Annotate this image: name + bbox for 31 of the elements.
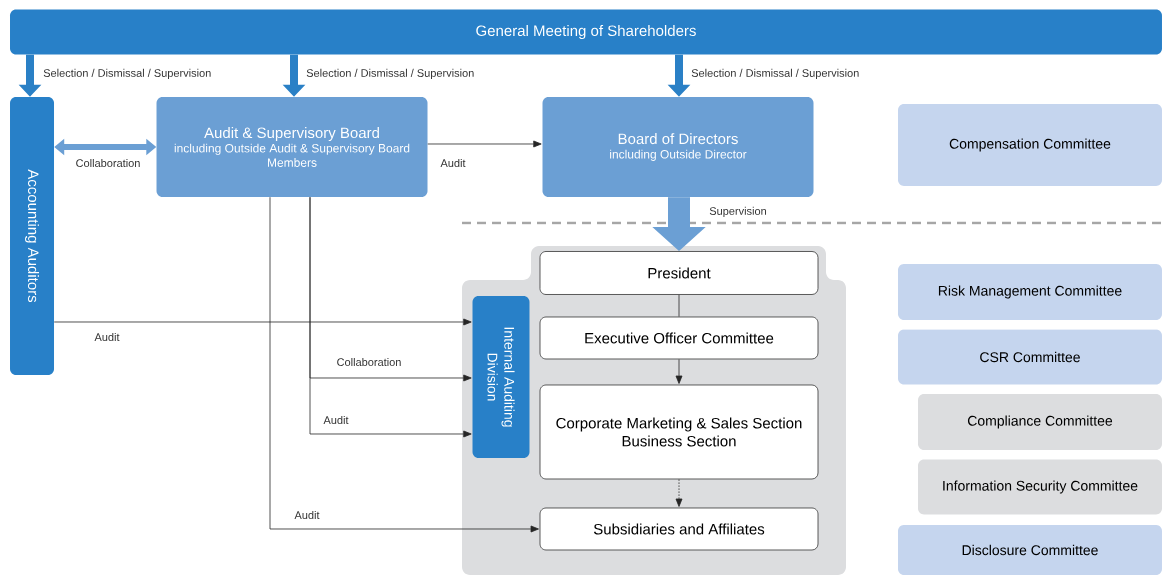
arrow: [269, 196, 539, 533]
committee-box: Disclosure Committee: [898, 525, 1162, 575]
org-box: Executive Officer Committee: [539, 316, 819, 360]
org-box: President: [539, 251, 819, 295]
org-box: Subsidiaries and Affiliates: [539, 507, 819, 551]
arrow: [675, 359, 683, 384]
edge-label: Collaboration: [335, 356, 403, 368]
edge-label: Audit: [322, 414, 350, 426]
committee-box: CSR Committee: [898, 329, 1162, 385]
vertical-box: Internal Auditing Division: [472, 296, 530, 458]
edge-label: Audit: [93, 331, 121, 343]
arrow: [309, 196, 472, 438]
committee-box: Risk Management Committee: [898, 264, 1162, 320]
arrow: [53, 318, 472, 326]
edge-label: Selection / Dismissal / Supervision: [305, 67, 476, 81]
edge-label: Audit: [439, 157, 467, 169]
org-box: Corporate Marketing & Sales Section Business Section: [539, 384, 819, 480]
committee-box: Compensation Committee: [898, 104, 1162, 186]
edge-label: Selection / Dismissal / Supervision: [42, 67, 213, 81]
vertical-box: Accounting Auditors: [10, 97, 54, 375]
edge-label: Collaboration: [74, 157, 142, 169]
board-box: Audit & Supervisory Board including Outside Audit & Supervisory Board Members: [156, 97, 428, 197]
arrow: [675, 479, 683, 507]
edge-label: Audit: [293, 509, 321, 521]
edge-label: Supervision: [708, 205, 768, 219]
edge-label: Selection / Dismissal / Supervision: [690, 67, 861, 81]
heading-bar: General Meeting of Shareholders: [10, 9, 1162, 55]
arrow: [427, 140, 542, 148]
board-box: Board of Directors including Outside Director: [542, 97, 814, 197]
committee-box: Compliance Committee: [918, 394, 1162, 450]
committee-box: Information Security Committee: [918, 459, 1162, 515]
